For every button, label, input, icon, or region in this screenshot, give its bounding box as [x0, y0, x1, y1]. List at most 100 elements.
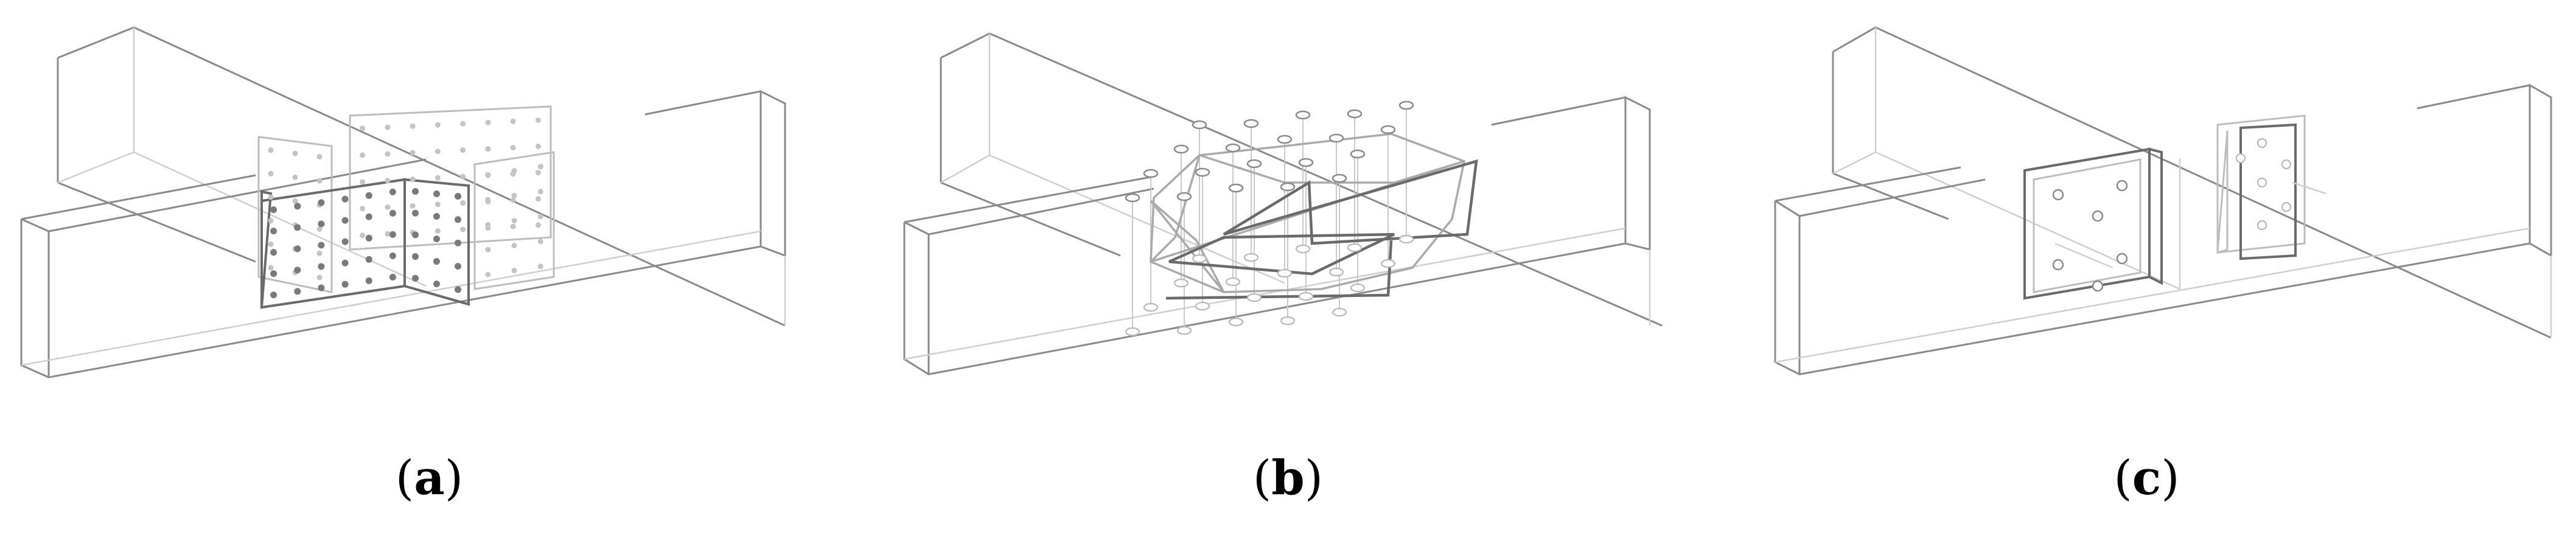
rod-end [1398, 234, 1414, 244]
plate-dot [435, 175, 441, 181]
plate-dot [270, 228, 277, 235]
rod-head [1332, 173, 1347, 183]
panel-c-drawing [1774, 26, 2552, 376]
rod-head [1143, 169, 1159, 178]
plate-dot [341, 195, 349, 203]
panel-a: (a) [0, 0, 859, 538]
plate-dot [485, 271, 491, 278]
bolt-head [2257, 138, 2267, 148]
plate-dots-front [270, 188, 461, 299]
plate-dot [410, 176, 416, 182]
rod-head [1280, 182, 1296, 192]
plate-dot [292, 150, 298, 156]
plate-dot [485, 119, 491, 125]
plate-dot [460, 226, 466, 232]
plate-dot [360, 125, 366, 131]
plate-dot [365, 277, 372, 284]
plate-dot [412, 253, 419, 260]
rod-head [1176, 192, 1192, 201]
rod-head [1298, 158, 1314, 167]
plate-dot [341, 281, 349, 288]
panel-b-label: (b) [1252, 450, 1324, 506]
plate-dot [365, 213, 372, 220]
plate-dot [292, 198, 298, 204]
rod-head [1380, 125, 1396, 134]
plate-dot [316, 274, 323, 281]
plate-dot [365, 256, 372, 263]
plate-dot [389, 209, 396, 217]
rod-end [1125, 327, 1140, 337]
bolt-heads [2052, 138, 2292, 292]
panel-a-label: (a) [395, 450, 464, 506]
plate-dot [511, 268, 517, 273]
plate-dot [341, 217, 349, 224]
rod-end [1228, 317, 1244, 327]
plate-dot [360, 152, 366, 158]
rod-end [1295, 244, 1311, 254]
plate-dot [270, 292, 277, 299]
plate-dot [318, 199, 325, 206]
plate-dot [433, 258, 440, 265]
plate-dot [385, 124, 391, 130]
bolt-head [2052, 259, 2064, 271]
plate-dot [535, 144, 541, 149]
rod-head [1228, 183, 1244, 193]
rod-end [1280, 316, 1296, 326]
rod-head [1347, 109, 1363, 119]
rod-head [1246, 159, 1262, 169]
plate-dot [511, 193, 517, 198]
plate-dot [318, 220, 325, 228]
plate-dot [294, 288, 301, 295]
plate-dot [455, 286, 461, 293]
plate-dot [511, 243, 517, 248]
plate-dot [316, 153, 323, 159]
plate-dot [341, 259, 349, 267]
plate-dot [410, 123, 416, 129]
bolt-head [2116, 253, 2128, 265]
plate-dot [455, 216, 461, 223]
plate-dot [389, 273, 396, 281]
plate-dot [270, 206, 277, 214]
bolt-head [2092, 280, 2104, 292]
panel-c-label: (c) [2114, 450, 2180, 506]
plate-dot [389, 231, 396, 238]
plate-dot [292, 174, 298, 180]
plate-dot [268, 194, 274, 200]
plate-dot [485, 222, 491, 228]
plate-dot [318, 284, 325, 292]
plate-dot [535, 196, 541, 202]
beam-back [57, 26, 786, 327]
plate-dot [455, 239, 461, 246]
rod-head [1350, 149, 1366, 159]
beam-back [940, 32, 1663, 327]
rod-head [1192, 120, 1207, 130]
plate-dot [316, 178, 323, 184]
plate-dot [433, 281, 440, 287]
plate-dot [510, 223, 516, 229]
plate-dot [410, 203, 416, 209]
rod-head [1195, 167, 1210, 177]
bolt-head [2235, 153, 2246, 164]
rod-end [1347, 243, 1363, 253]
plate-dot [485, 246, 491, 253]
beam-front [1774, 83, 2552, 376]
plate-dot [412, 231, 419, 239]
beam-back [1832, 26, 2552, 339]
rod-end [1192, 254, 1207, 264]
rod-end [1176, 326, 1192, 335]
rod-end [1173, 278, 1189, 288]
beam-front [20, 89, 786, 379]
bolt-head [2116, 180, 2128, 192]
plate-dot [537, 164, 543, 170]
rod-head [1277, 134, 1293, 144]
plate-dot [385, 151, 391, 157]
plate-dot [268, 218, 274, 224]
plate-dot [365, 192, 372, 199]
plates-front [260, 178, 470, 309]
bolt-head [2257, 220, 2267, 231]
rod-end [1246, 293, 1262, 302]
plate-dot [365, 234, 372, 242]
plate-dot [537, 264, 543, 270]
plate-dot [294, 245, 301, 253]
